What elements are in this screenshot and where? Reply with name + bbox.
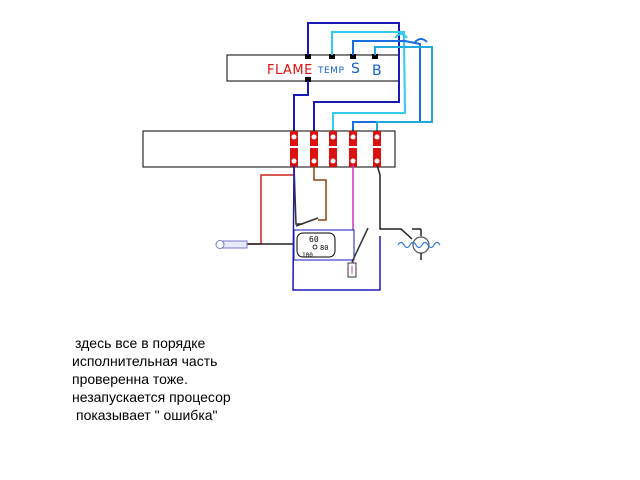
switch-contact [295, 217, 319, 227]
terminal-strip [329, 131, 337, 167]
terminal-block [142, 130, 396, 168]
temp-label: TEMP [317, 66, 344, 76]
terminal-strip [349, 131, 357, 167]
s-label: S [351, 61, 360, 77]
wire-blue [352, 40, 421, 133]
dial-value-bottom: 100 [302, 252, 313, 259]
panel-terminal [372, 54, 378, 59]
heating-wave [397, 241, 441, 249]
probe-body [222, 240, 248, 249]
terminal-strips [290, 131, 381, 167]
panel-terminals [305, 54, 378, 82]
terminal-strip [310, 131, 318, 167]
panel-wires [293, 22, 433, 133]
note-line: незапускается процесор [72, 389, 231, 405]
note-line: здесь все в порядке [75, 335, 206, 351]
wire-red [247, 165, 295, 245]
wire-cross [414, 38, 428, 43]
dial-value-top: 60 [309, 235, 319, 244]
wire-dark-blue [307, 22, 400, 133]
probe-tip [215, 240, 225, 249]
right-switch-blade [351, 227, 369, 263]
note-line: проверенна тоже. [72, 371, 188, 387]
panel-terminal [329, 54, 335, 59]
wire-brown [313, 165, 327, 221]
note-line: исполнительная часть [72, 353, 218, 369]
temperature-probe [215, 240, 248, 249]
wire-dark-blue-lower [293, 81, 309, 133]
lower-wires [247, 164, 413, 291]
dial-value-right: 80 [320, 244, 328, 252]
panel-terminal [305, 54, 311, 59]
terminal-strip [373, 131, 381, 167]
dial-knob [312, 244, 318, 250]
thermostat-dial: 60 80 100 [296, 232, 336, 259]
wire-blue-bottom [292, 164, 381, 291]
wire-light-blue [374, 46, 433, 133]
note-line: показывает " ошибка" [76, 407, 218, 423]
panel-terminal [350, 54, 356, 59]
flame-label: FLAME [267, 63, 313, 78]
control-panel [226, 54, 400, 82]
valve-icon [397, 228, 441, 260]
wire-switch-left [293, 164, 303, 225]
wire-cross [394, 33, 408, 39]
panel-terminal [305, 77, 311, 82]
b-label: B [372, 63, 382, 79]
wire-dark-right [376, 164, 413, 240]
note-text: здесь все в порядке исполнительная часть… [72, 334, 231, 424]
terminal-strip [290, 131, 298, 167]
